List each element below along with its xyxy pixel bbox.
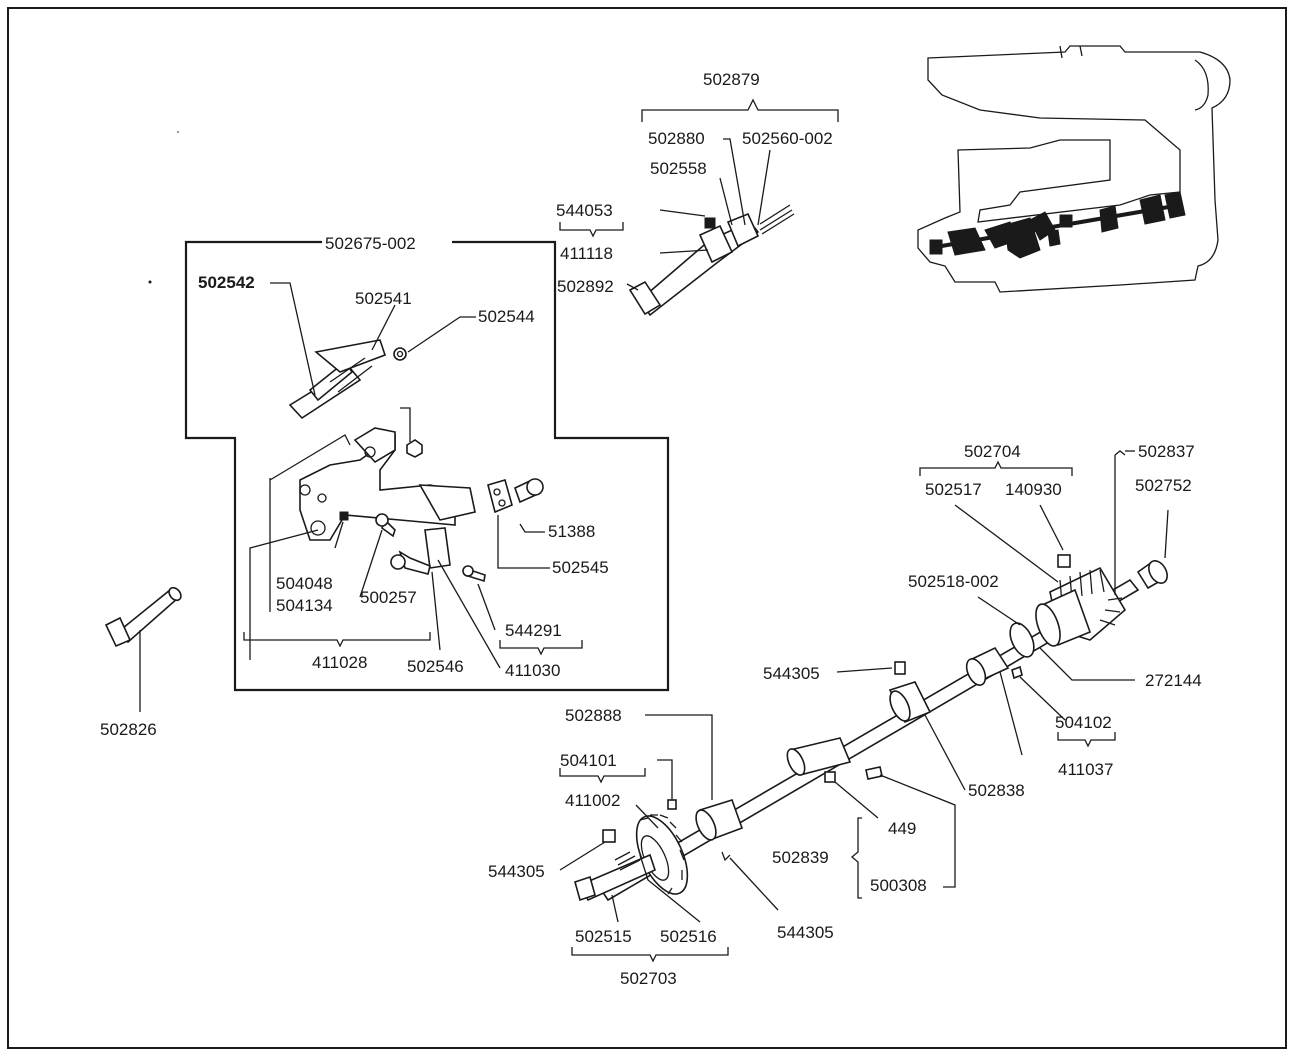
label-504101: 504101 [560,751,617,770]
label-272144: 272144 [1145,671,1202,690]
outer-frame [7,7,1287,1049]
subassembly-box [184,240,670,692]
label-544305-c: 544305 [777,923,834,942]
label-502517: 502517 [925,480,982,499]
cable-assembly [559,98,839,317]
label-502837: 502837 [1138,442,1195,461]
label-502752: 502752 [1135,476,1192,495]
label-502518-002: 502518-002 [908,572,999,591]
main-shaft [559,450,1169,963]
stray-dot [177,131,179,133]
bracket-502879 [641,98,839,122]
label-504048: 504048 [276,574,333,593]
label-504134: 504134 [276,596,333,615]
label-502545: 502545 [552,558,609,577]
label-502515: 502515 [575,927,632,946]
label-502838: 502838 [968,781,1025,800]
label-544053: 544053 [556,201,613,220]
label-502675-002: 502675-002 [325,234,416,253]
label-502839: 502839 [772,848,829,867]
machine-silhouette-icon [917,45,1231,293]
label-502826: 502826 [100,720,157,739]
bracket-502704 [919,460,1073,476]
label-502544: 502544 [478,307,535,326]
label-500257: 500257 [360,588,417,607]
pin-502826 [104,586,182,712]
label-411002: 411002 [565,791,620,810]
label-449: 449 [888,819,916,838]
label-502703: 502703 [620,969,677,988]
label-502888: 502888 [565,706,622,725]
label-502516: 502516 [660,927,717,946]
label-502892: 502892 [557,277,614,296]
label-502542: 502542 [198,273,255,292]
label-502546: 502546 [407,657,464,676]
label-502560-002: 502560-002 [742,129,833,148]
label-411028: 411028 [312,653,367,672]
label-544305-b: 544305 [488,862,545,881]
label-502541: 502541 [355,289,412,308]
label-502880: 502880 [648,129,705,148]
label-51388: 51388 [548,522,595,541]
label-502558: 502558 [650,159,707,178]
label-411037: 411037 [1058,760,1113,779]
label-500308: 500308 [870,876,927,895]
label-502704: 502704 [964,442,1021,461]
label-140930: 140930 [1005,480,1062,499]
label-411118: 411118 [560,244,613,263]
label-544305-a: 544305 [763,664,820,683]
label-504102: 504102 [1055,713,1112,732]
label-502879: 502879 [703,70,760,89]
label-544291: 544291 [505,621,562,640]
label-411030: 411030 [505,661,560,680]
stray-dot [148,280,152,284]
